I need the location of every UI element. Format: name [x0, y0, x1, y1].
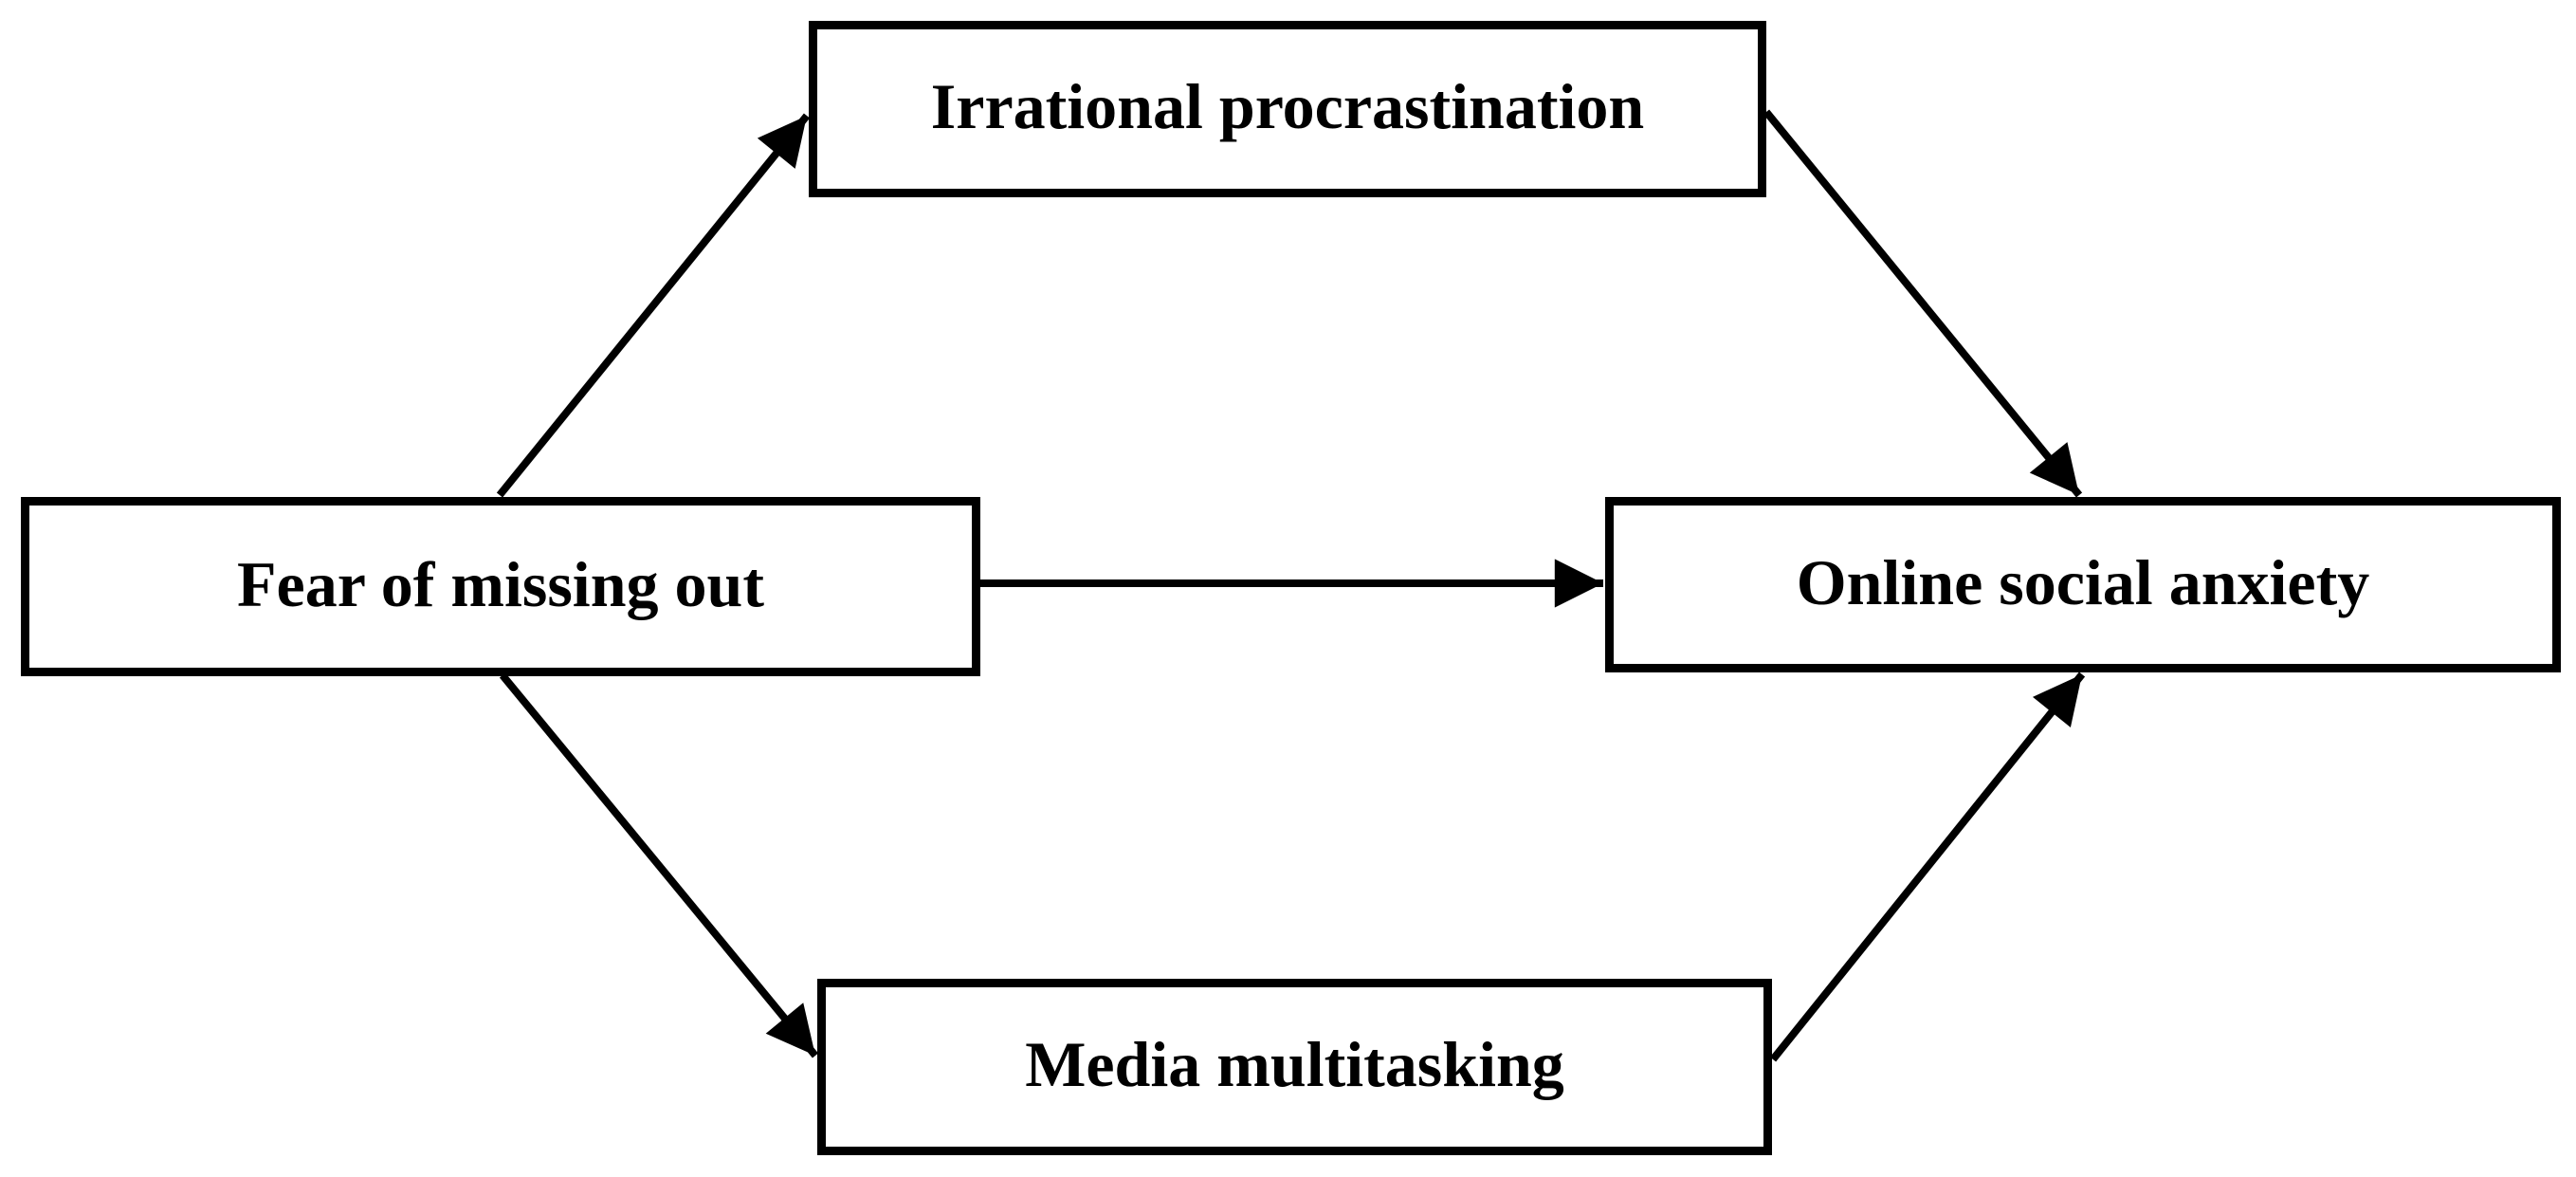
node-online-social-anxiety: Online social anxiety — [1605, 497, 2561, 672]
node-irrational-procrastination: Irrational procrastination — [809, 21, 1766, 197]
node-fear-of-missing-out-label: Fear of missing out — [237, 547, 764, 620]
node-media-multitasking: Media multitasking — [817, 979, 1772, 1155]
arrow-irrational-procrastination-to-online-social-anxiety — [1763, 109, 2083, 498]
node-fear-of-missing-out: Fear of missing out — [21, 497, 980, 676]
node-media-multitasking-label: Media multitasking — [1025, 1028, 1564, 1100]
arrow-fomo-to-irrational-procrastination — [496, 113, 811, 498]
arrow-fomo-to-media-multitasking — [499, 672, 819, 1058]
node-irrational-procrastination-label: Irrational procrastination — [930, 70, 1645, 142]
node-online-social-anxiety-label: Online social anxiety — [1796, 545, 2370, 618]
arrow-media-multitasking-to-online-social-anxiety — [1769, 671, 2086, 1062]
